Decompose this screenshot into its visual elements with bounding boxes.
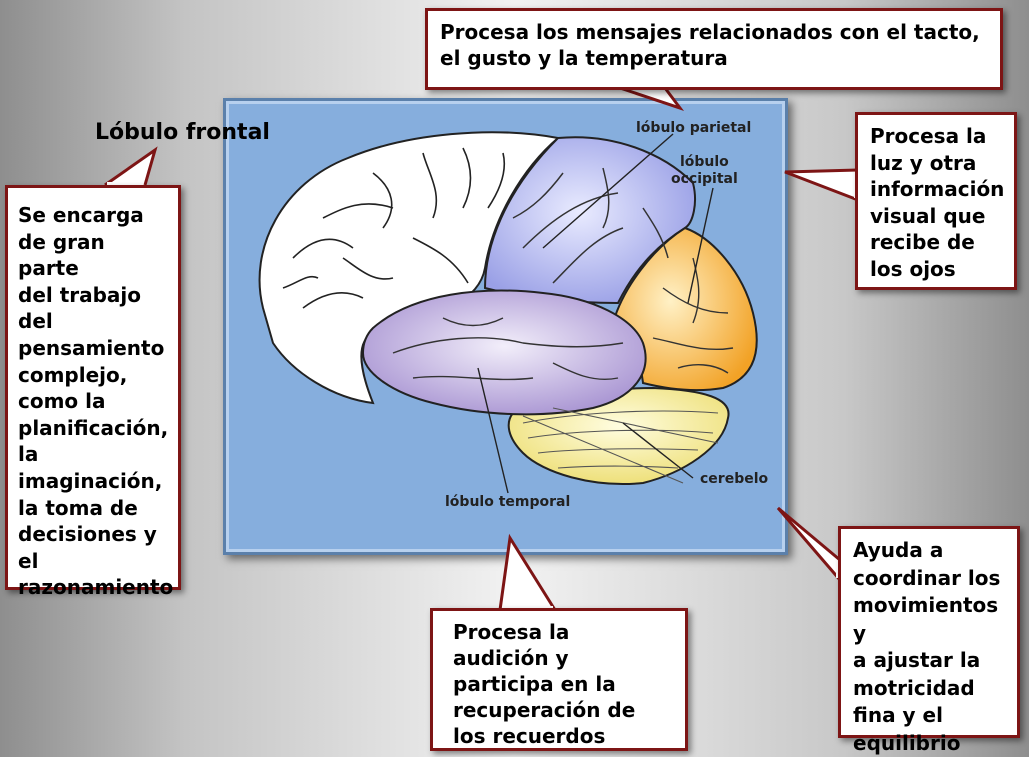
temporal-sulci: [392, 317, 624, 381]
brain-diagram-panel: lóbulo parietal lóbulo occipital lóbulo …: [223, 98, 788, 555]
callout-cerebelo: Ayuda a coordinar los movimientos y a aj…: [838, 526, 1020, 755]
callout-temporal: Procesa la audición y participa en la re…: [430, 608, 688, 751]
parietal-sulci: [512, 167, 669, 284]
label-lobulo-temporal: lóbulo temporal: [445, 494, 571, 510]
cerebellum-folia: [522, 407, 719, 484]
callout-occipital: Procesa la luz y otra información visual…: [855, 112, 1017, 290]
label-leader-lines: [477, 133, 714, 494]
temporal-lobe: [361, 289, 647, 416]
callout-parietal: Procesa los mensajes relacionados con el…: [425, 8, 1003, 90]
label-lobulo-occipital: lóbulo occipital: [671, 154, 738, 187]
frontal-sulci: [282, 147, 506, 309]
label-lobulo-parietal: lóbulo parietal: [636, 120, 752, 136]
callout-frontal: Se encarga de gran parte del trabajo del…: [5, 185, 181, 599]
brain-illustration: [258, 131, 758, 494]
occipital-sulci: [652, 257, 734, 374]
label-cerebelo: cerebelo: [700, 471, 769, 487]
parietal-lobe: [483, 136, 696, 305]
title-lobulo-frontal: Lóbulo frontal: [95, 120, 270, 145]
